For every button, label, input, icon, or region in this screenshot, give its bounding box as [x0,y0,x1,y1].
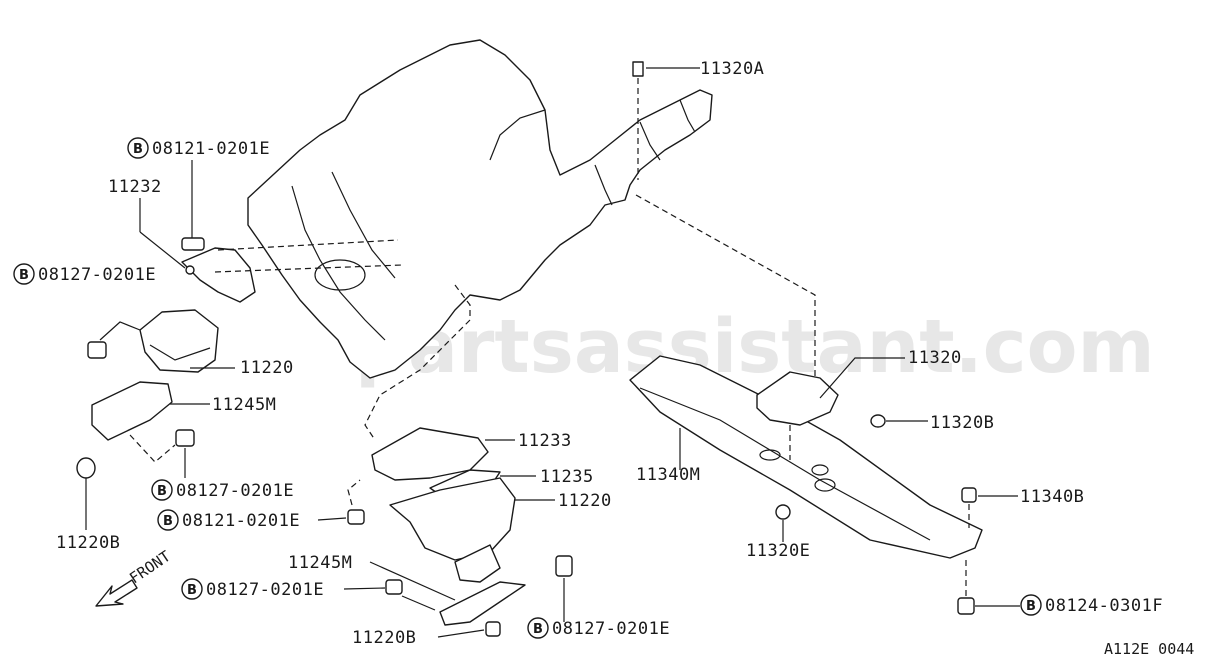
label-11220-center: 11220 [558,491,612,511]
label-11320: 11320 [908,348,962,368]
b-mark: B [163,514,173,529]
b-mark: B [1026,599,1036,614]
label-08124: 08124-0301F [1045,596,1163,616]
label-11220b-center: 11220B [352,628,416,648]
b-circle-icon [1020,594,1042,616]
nut-11220b-left [76,457,96,530]
label-11320e: 11320E [746,541,810,561]
label-08121-top: 08121-0201E [152,139,270,159]
insulator-11220-center [389,477,555,561]
nut-11220b-center [485,621,501,637]
bracket-11245m-left [91,381,210,463]
label-11232: 11232 [108,177,162,197]
label-11233: 11233 [518,431,572,451]
bolt-08127-right [555,555,573,622]
nut-11340b [961,487,1018,528]
label-08127-mid: 08127-0201E [176,481,294,501]
bolt-08127-left [87,321,141,359]
bracket-11245m-center [369,544,526,626]
front-arrow: FRONT [95,547,174,607]
b-mark: B [157,484,167,499]
label-11220-left: 11220 [240,358,294,378]
label-11235: 11235 [540,467,594,487]
label-11245m-left: 11245M [212,395,276,415]
b-circle-icon [127,137,149,159]
left-bracket-11232 [181,239,403,303]
label-08127-lower: 08127-0201E [206,580,324,600]
reference-code: A112E 0044 [1104,640,1194,658]
front-label: FRONT [126,547,174,587]
label-11245m-center: 11245M [288,553,352,573]
label-11340b: 11340B [1020,487,1084,507]
insulator-11220-left [139,309,235,373]
bolt-08127-lower [385,579,436,611]
bracket-11233 [364,284,515,481]
bolt-08121-center [347,479,365,525]
nut-11320b [870,414,928,428]
label-08127-right: 08127-0201E [552,619,670,639]
label-11220b-left: 11220B [56,533,120,553]
label-11320a: 11320A [700,59,764,79]
bolt-11320a [632,61,700,180]
b-circle-icon [527,617,549,639]
b-circle-icon [151,479,173,501]
transmission [247,39,713,379]
label-11340m: 11340M [636,465,700,485]
label-11320b: 11320B [930,413,994,433]
mount-11320 [756,357,905,460]
b-circle-icon [157,509,179,531]
nut-11320e [775,504,791,542]
label-08127-left: 08127-0201E [38,265,156,285]
b-circle-icon [181,578,203,600]
b-mark: B [533,622,543,637]
bolt-08121-top [181,160,205,251]
bolt-08124 [957,560,1020,615]
label-08121-center: 08121-0201E [182,511,300,531]
b-mark: B [133,142,143,157]
crossmember-11340m [629,355,983,559]
bolt-08127-mid [175,429,195,478]
watermark: partsassistant.com [355,304,1155,390]
b-circle-icon [13,263,35,285]
b-mark: B [187,583,197,598]
b-mark: B [19,268,29,283]
